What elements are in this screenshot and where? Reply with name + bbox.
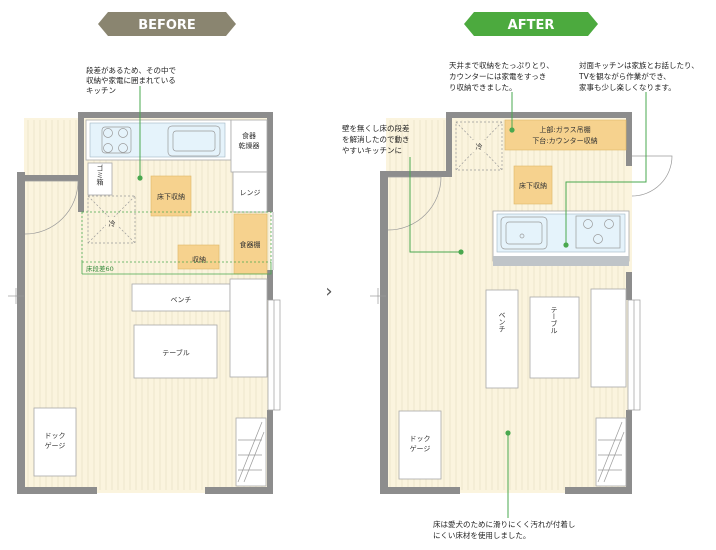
before-stairs [235, 417, 267, 487]
after-note-tl-2: カウンターには家電をすっき [449, 71, 546, 81]
before-trash-label: ゴミ箱 [96, 164, 104, 187]
after-note-bottom-1: 床は愛犬のために滑りにくく汚れが付着し [433, 519, 575, 529]
after-upper-label-1: 上部:ガラス吊棚 [539, 125, 590, 134]
after-note-bottom-2: にくい床材を使用しました。 [433, 530, 530, 540]
after-note-tl-3: り収納できました。 [449, 82, 517, 92]
after-banner-label: AFTER [508, 18, 555, 33]
before-plan: 食器 乾燥器 ゴミ箱 冷 床下収納 レンジ 食器棚 収納 床段差60 ベンチ テ… [8, 65, 281, 494]
before-dish-dryer-label-1: 食器 [242, 131, 256, 140]
after-note-left-3: やすいキッチンに [342, 146, 402, 155]
before-dish-dryer-label-2: 乾燥器 [239, 141, 260, 150]
after-note-tl-1: 天井まで収納をたっぷりとり、 [449, 60, 554, 70]
after-upper-label-2: 下台:カウンター収納 [532, 136, 597, 145]
after-note-left-2: を解消したので動き [342, 134, 410, 144]
before-dog-cage-label-1: ドック [45, 432, 66, 440]
before-banner-label: BEFORE [138, 18, 196, 33]
after-underfloor-label: 床下収納 [519, 181, 547, 190]
after-fridge-label: 冷 [476, 142, 483, 151]
before-underfloor-label: 床下収納 [157, 192, 185, 201]
arrow-icon: › [325, 281, 332, 302]
before-banner: BEFORE [98, 12, 236, 36]
before-range-label: レンジ [240, 189, 261, 197]
after-note-tr-3: 家事も少し楽しくなります。 [579, 82, 676, 92]
after-note-left-1: 壁を無くし床の段差 [342, 123, 410, 133]
after-note-tr-1: 対面キッチンは家族とお話したり、 [579, 60, 699, 70]
before-fridge-label: 冷 [109, 219, 116, 228]
before-dish-shelf-label: 食器棚 [240, 240, 261, 249]
before-note-line-1: 段差があるため、その中で [86, 65, 176, 75]
before-storage-label: 収納 [192, 255, 206, 264]
after-table-label: テーブル [550, 306, 558, 334]
after-dog-cage-label-2: ゲージ [410, 444, 431, 453]
after-banner: AFTER [464, 12, 598, 36]
after-dog-cage-label-1: ドック [410, 435, 431, 443]
before-floor-step-label: 床段差60 [86, 264, 114, 273]
after-note-tr-2: TVを観ながら作業ができ、 [578, 71, 671, 81]
after-stairs [595, 417, 627, 487]
before-dog-cage-label-2: ゲージ [45, 441, 66, 450]
before-bench-label: ベンチ [171, 296, 192, 304]
after-bench-label: ベンチ [498, 312, 506, 333]
before-table-label: テーブル [162, 348, 190, 357]
after-plan: 冷 上部:ガラス吊棚 下台:カウンター収納 床下収納 ベンチ テーブル ドック … [342, 60, 699, 540]
before-note-line-3: キッチン [86, 86, 116, 95]
before-note-line-2: 収納や家電に囲まれている [86, 75, 176, 85]
